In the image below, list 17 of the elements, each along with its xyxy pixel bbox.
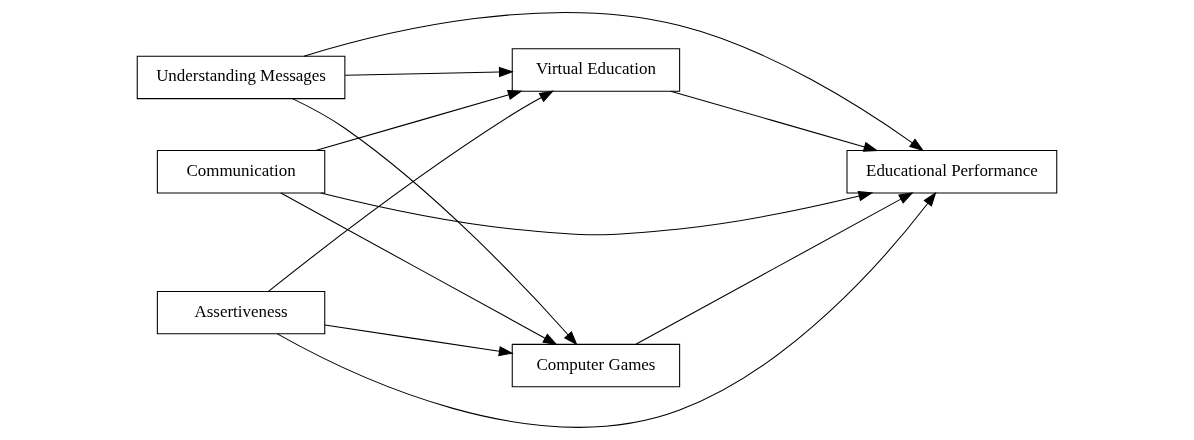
arrow [635, 192, 914, 345]
arrow [276, 191, 937, 428]
arrow [320, 191, 874, 236]
node-box: Understanding Messages [136, 55, 346, 100]
arrow [670, 90, 879, 152]
node-box: Communication [156, 150, 326, 194]
node-box: Computer Games [511, 343, 681, 388]
arrow [315, 89, 523, 152]
arrow [344, 66, 514, 78]
arrow [291, 98, 578, 346]
node-box: Virtual Education [511, 48, 681, 92]
arrow [267, 90, 555, 292]
node-box: Assertiveness [156, 290, 326, 335]
arrow [280, 192, 558, 346]
node-box: Educational Performance [846, 150, 1058, 194]
arrow [324, 324, 514, 357]
arrow [303, 12, 925, 152]
